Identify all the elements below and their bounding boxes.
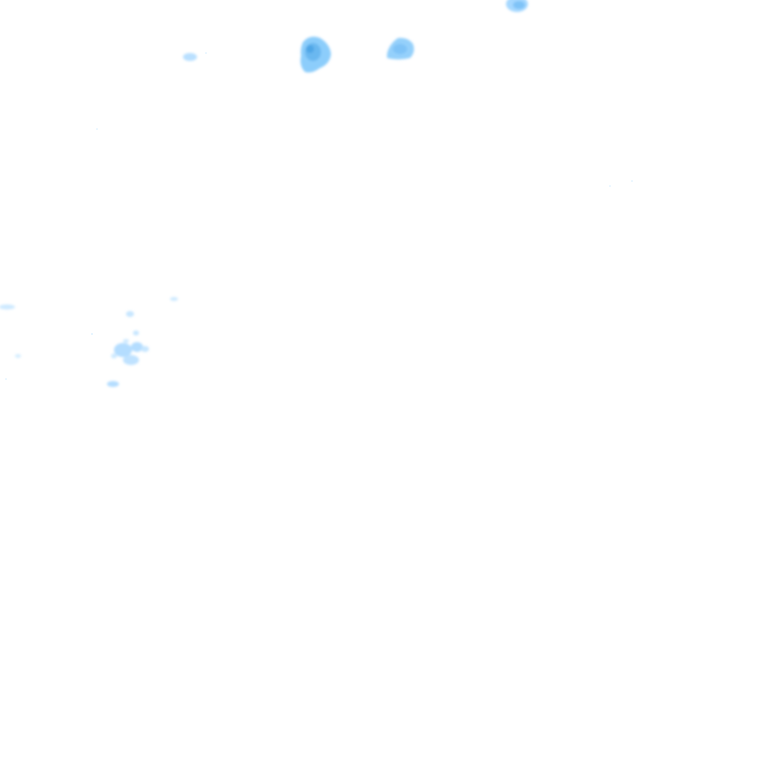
precip-cell-small-left (183, 53, 197, 61)
precip-cell-left-edge (0, 304, 21, 358)
precip-cell-top-right (506, 0, 528, 12)
precip-cell-main (300, 36, 331, 73)
precip-cluster-west (107, 297, 178, 387)
precip-cell-secondary (387, 37, 414, 60)
precip-speckles (5, 52, 633, 380)
